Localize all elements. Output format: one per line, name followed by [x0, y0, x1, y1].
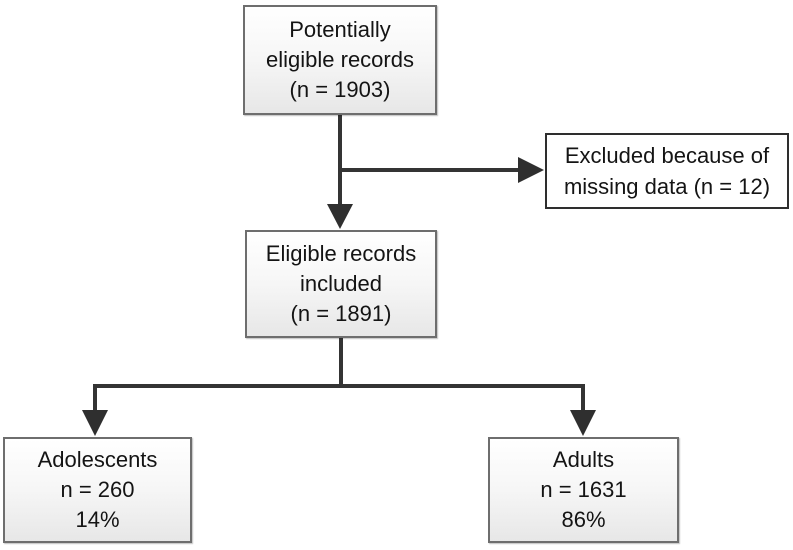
node-potentially-eligible: Potentially eligible records (n = 1903)	[243, 5, 437, 115]
arrowhead-down-adolescents-icon	[82, 410, 108, 436]
arrowhead-down-adults-icon	[570, 410, 596, 436]
arrowhead-down-middle-icon	[327, 204, 353, 229]
node-adults: Adults n = 1631 86%	[488, 437, 679, 543]
arrowhead-right-excluded-icon	[518, 157, 544, 183]
node-excluded: Excluded because of missing data (n = 12…	[545, 133, 789, 209]
node-adolescents: Adolescents n = 260 14%	[3, 437, 192, 543]
node-eligible-included: Eligible records included (n = 1891)	[245, 230, 437, 338]
edge-split-bar	[93, 384, 585, 412]
